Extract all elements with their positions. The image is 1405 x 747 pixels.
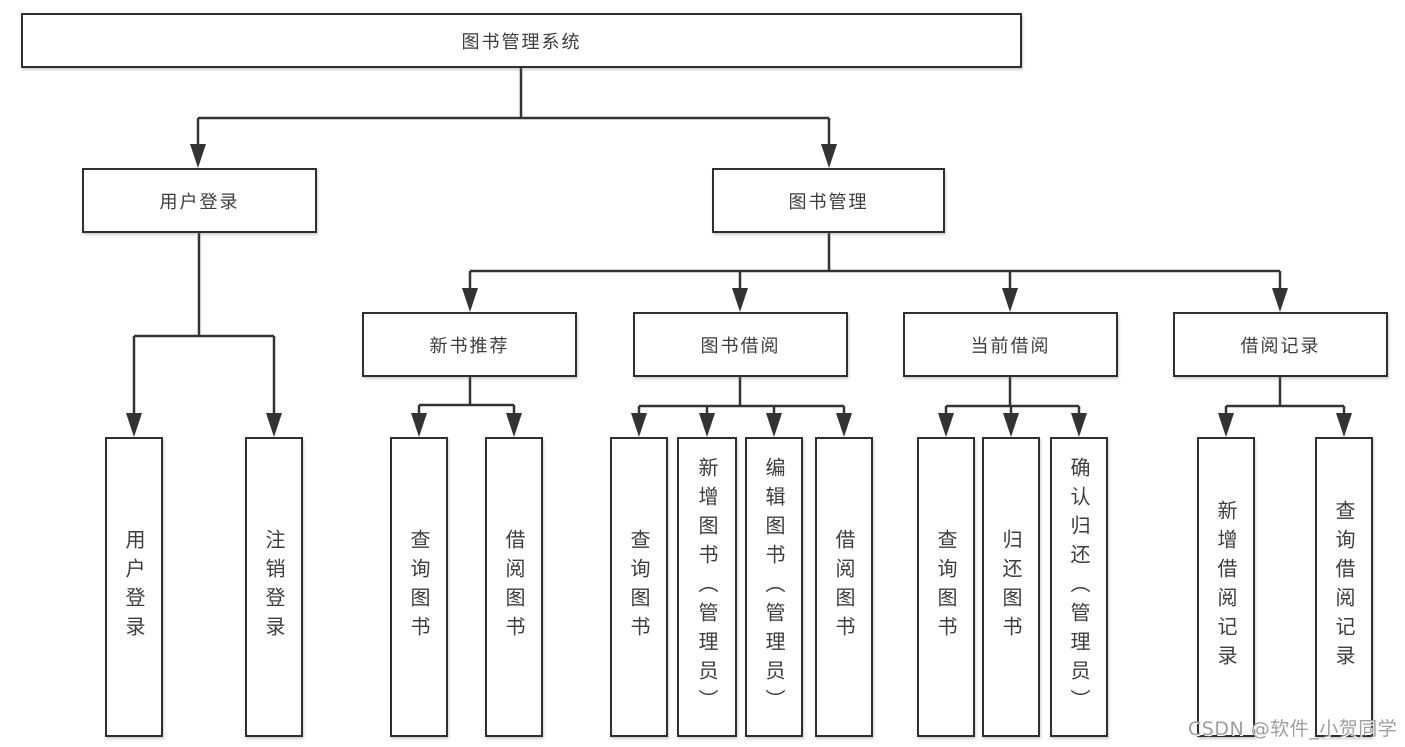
node-current-borrowing: 当前借阅 <box>903 312 1118 377</box>
node-book-management: 图书管理 <box>712 168 945 233</box>
node-library-system: 图书管理系统 <box>21 13 1022 68</box>
leaf-label: 查询图书 <box>407 529 431 645</box>
leaf-return-books: 归还图书 <box>982 437 1040 737</box>
leaf-confirm-return-admin: 确认归还（管理员） <box>1050 437 1108 737</box>
leaf-logout: 注销登录 <box>245 437 303 737</box>
csdn-watermark: CSDN @软件_小贺同学 <box>1188 718 1398 740</box>
leaf-query-books-current: 查询图书 <box>917 437 975 737</box>
leaf-add-books-admin: 新增图书（管理员） <box>677 437 737 737</box>
leaf-label: 借阅图书 <box>832 529 856 645</box>
leaf-label: 查询借阅记录 <box>1332 500 1356 674</box>
leaf-edit-books-admin: 编辑图书（管理员） <box>745 437 803 737</box>
leaf-borrow-books-recommend: 借阅图书 <box>485 437 543 737</box>
leaf-label: 确认归还（管理员） <box>1067 456 1091 718</box>
leaf-query-borrow-record: 查询借阅记录 <box>1315 437 1373 737</box>
node-new-book-recommendation: 新书推荐 <box>362 312 577 377</box>
leaf-label: 新增图书（管理员） <box>695 456 719 718</box>
leaf-label: 查询图书 <box>627 529 651 645</box>
leaf-add-borrow-record: 新增借阅记录 <box>1197 437 1255 737</box>
leaf-user-login: 用户登录 <box>105 437 163 737</box>
leaf-label: 查询图书 <box>934 529 958 645</box>
leaf-label: 新增借阅记录 <box>1214 500 1238 674</box>
node-user-login: 用户登录 <box>82 168 317 233</box>
node-borrowing-records: 借阅记录 <box>1173 312 1388 377</box>
leaf-label: 编辑图书（管理员） <box>762 456 786 718</box>
leaf-query-books-borrow: 查询图书 <box>610 437 668 737</box>
leaf-label: 注销登录 <box>262 529 286 645</box>
leaf-query-books-recommend: 查询图书 <box>390 437 448 737</box>
leaf-label: 归还图书 <box>999 529 1023 645</box>
leaf-borrow-books: 借阅图书 <box>815 437 873 737</box>
node-book-borrowing: 图书借阅 <box>633 312 848 377</box>
leaf-label: 用户登录 <box>122 529 146 645</box>
leaf-label: 借阅图书 <box>502 529 526 645</box>
